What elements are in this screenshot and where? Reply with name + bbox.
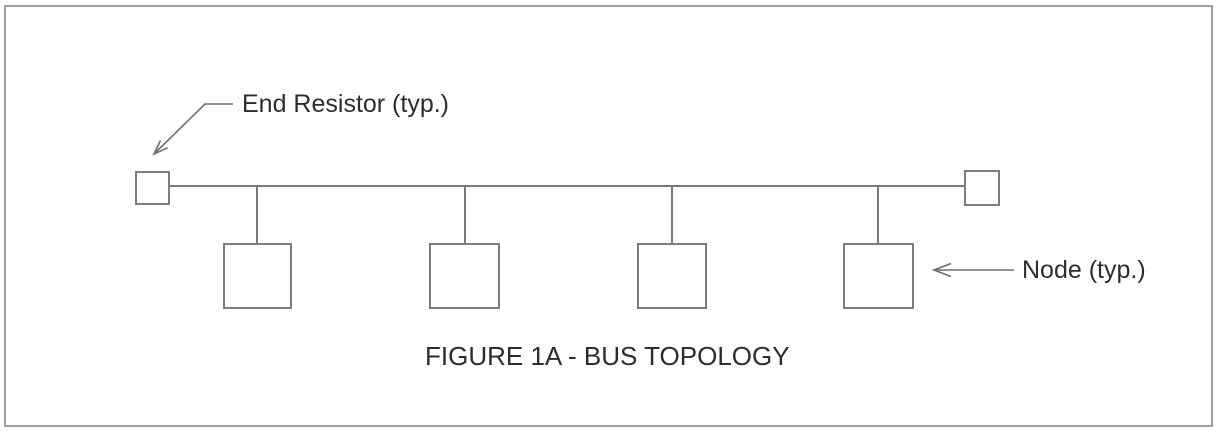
node-2 <box>429 243 500 309</box>
drop-line-1 <box>256 187 258 244</box>
end-resistor-left <box>135 171 170 205</box>
node-1 <box>223 243 292 309</box>
end-resistor-right <box>964 170 1000 206</box>
node-label: Node (typ.) <box>1022 256 1146 284</box>
end-resistor-label: End Resistor (typ.) <box>242 90 450 118</box>
figure-caption: FIGURE 1A - BUS TOPOLOGY <box>425 341 790 371</box>
node-3 <box>637 243 707 309</box>
drop-line-2 <box>464 187 466 244</box>
drop-line-4 <box>877 187 879 244</box>
figure-border <box>4 5 1213 427</box>
bus-trunk-line <box>170 185 964 187</box>
node-4 <box>843 243 914 309</box>
drop-line-3 <box>671 187 673 244</box>
